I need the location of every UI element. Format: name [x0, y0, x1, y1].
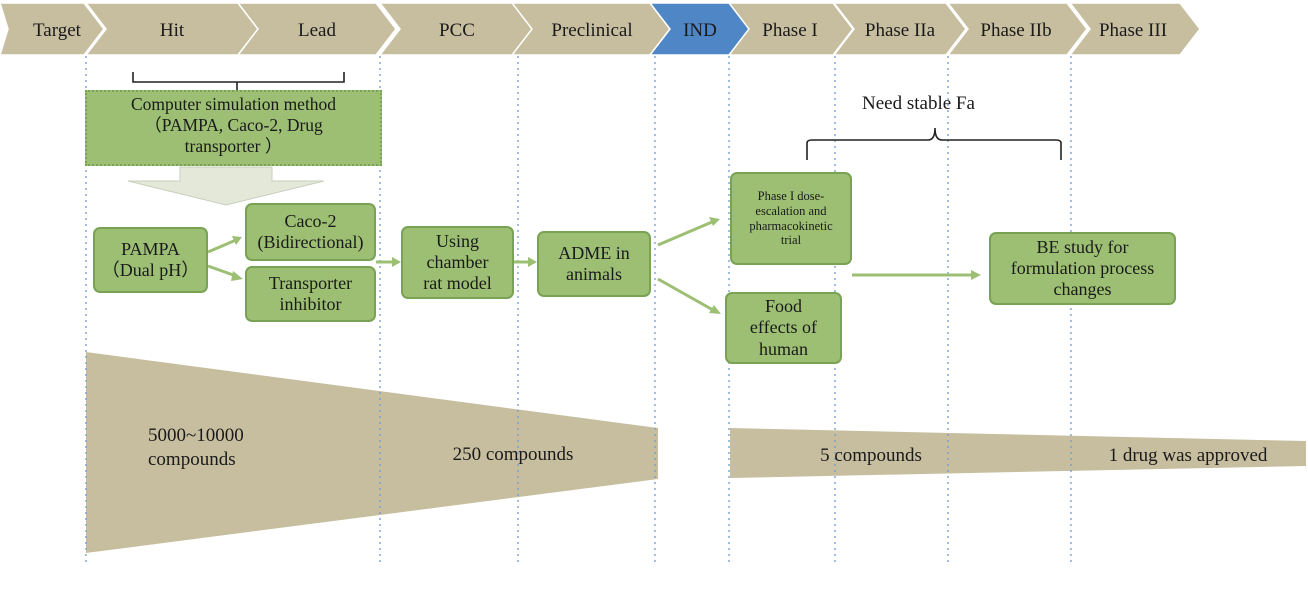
- stage-label: Phase IIb: [980, 20, 1051, 41]
- phase1-trial-box: Phase I dose- escalation and pharmacokin…: [730, 172, 852, 265]
- caco2-box: Caco-2 (Bidirectional): [245, 203, 376, 261]
- stage-label: Lead: [298, 20, 336, 41]
- stage-label: PCC: [439, 20, 475, 41]
- simulation-method-box: Computer simulation method （PAMPA, Caco-…: [85, 90, 382, 166]
- flow-arrows: [207, 217, 981, 314]
- funnel-label-1: 1 drug was approved: [1109, 445, 1268, 466]
- arrow-head: [709, 217, 720, 226]
- stage-chevrons: Target Hit Lead PCC Preclinical IND Phase I Pha…: [0, 2, 1201, 56]
- arrow-head: [528, 257, 537, 267]
- funnel-label-250: 250 compounds: [453, 444, 574, 465]
- funnel-label-5000: 5000~10000 compounds: [148, 425, 244, 470]
- stage-label: Phase III: [1099, 20, 1167, 41]
- down-arrow: [127, 166, 325, 206]
- stage-chevron: [236, 2, 397, 56]
- food-effects-box: Food effects of human: [725, 292, 842, 364]
- pampa-box: PAMPA （Dual pH）: [93, 227, 208, 293]
- funnel-late: [730, 428, 1306, 478]
- stage-label: IND: [683, 20, 717, 41]
- transporter-inhibitor-box: Transporter inhibitor: [245, 266, 376, 322]
- stage-label: Phase I: [762, 20, 817, 41]
- arrow-head: [231, 271, 243, 281]
- stage-chevron: [727, 2, 854, 56]
- stable-fa-brace: [806, 127, 1062, 160]
- stage-chevron: [946, 2, 1088, 56]
- arrow-head: [232, 236, 242, 245]
- adme-animals-box: ADME in animals: [537, 231, 651, 297]
- simulation-brace: [132, 72, 345, 90]
- arrow-head: [392, 257, 401, 267]
- stage-label: Hit: [160, 20, 185, 41]
- stage-label: Preclinical: [551, 20, 632, 41]
- stage-chevron: [0, 2, 105, 56]
- funnel-early: [86, 352, 658, 553]
- arrow-head: [971, 270, 981, 280]
- stage-label: Target: [33, 20, 82, 41]
- arrow-pampa-transporter: [207, 264, 237, 278]
- stage-chevron: [832, 2, 967, 56]
- arrow-to-food: [657, 277, 714, 312]
- arrow-to-phase1: [657, 220, 713, 247]
- arrow-pampa-caco2: [207, 238, 237, 254]
- arrow-head: [709, 305, 721, 314]
- stage-label: Phase IIa: [865, 20, 936, 41]
- funnel-label-5: 5 compounds: [820, 445, 922, 466]
- be-study-box: BE study for formulation process changes: [989, 232, 1176, 305]
- chamber-rat-model-box: Using chamber rat model: [401, 226, 514, 299]
- stage-chevron: [1068, 2, 1201, 56]
- need-stable-fa-label: Need stable Fa: [862, 93, 975, 114]
